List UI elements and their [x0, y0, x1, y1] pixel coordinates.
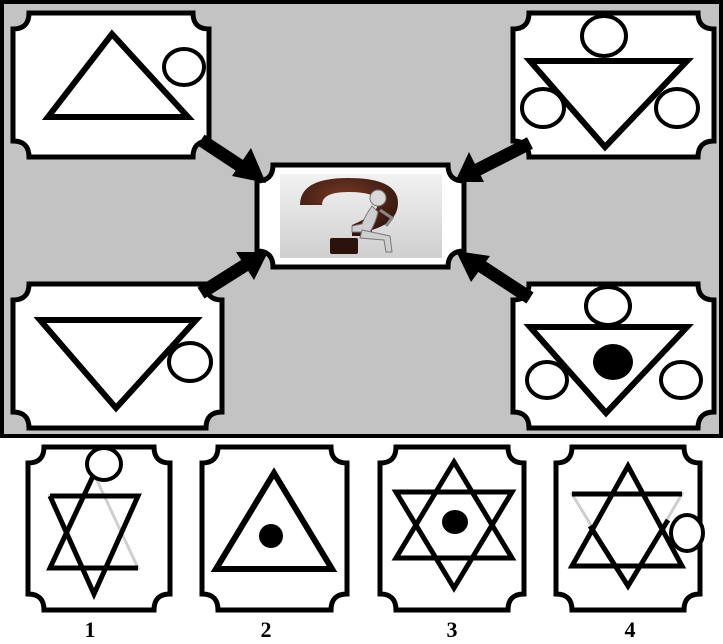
- circle-shape: [164, 49, 204, 85]
- tile-top-left: [13, 13, 209, 157]
- tile-top-right: [513, 13, 714, 157]
- circle-shape: [169, 343, 211, 381]
- circle-shape: [656, 89, 698, 127]
- tile-center-unknown: [257, 165, 464, 267]
- tile-bottom-right: [513, 284, 714, 428]
- option-2[interactable]: [202, 447, 347, 610]
- black-dot-shape: [259, 524, 283, 548]
- option-4[interactable]: [556, 447, 703, 610]
- circle-shape: [87, 448, 121, 480]
- option-3[interactable]: [380, 447, 524, 610]
- circle-shape: [671, 515, 703, 551]
- circle-shape: [582, 16, 626, 56]
- black-dot-shape: [593, 344, 633, 380]
- circle-shape: [586, 287, 630, 325]
- question-mark-figure-icon: [280, 174, 442, 258]
- option-4-label: 4: [625, 617, 636, 642]
- tile-bottom-left: [13, 284, 222, 428]
- option-1[interactable]: [28, 447, 170, 610]
- black-dot-shape: [442, 510, 468, 534]
- option-1-label: 1: [85, 617, 96, 642]
- circle-shape: [527, 362, 567, 398]
- circle-shape: [522, 89, 564, 127]
- option-2-label: 2: [261, 617, 272, 642]
- circle-shape: [661, 362, 701, 398]
- option-3-label: 3: [447, 617, 458, 642]
